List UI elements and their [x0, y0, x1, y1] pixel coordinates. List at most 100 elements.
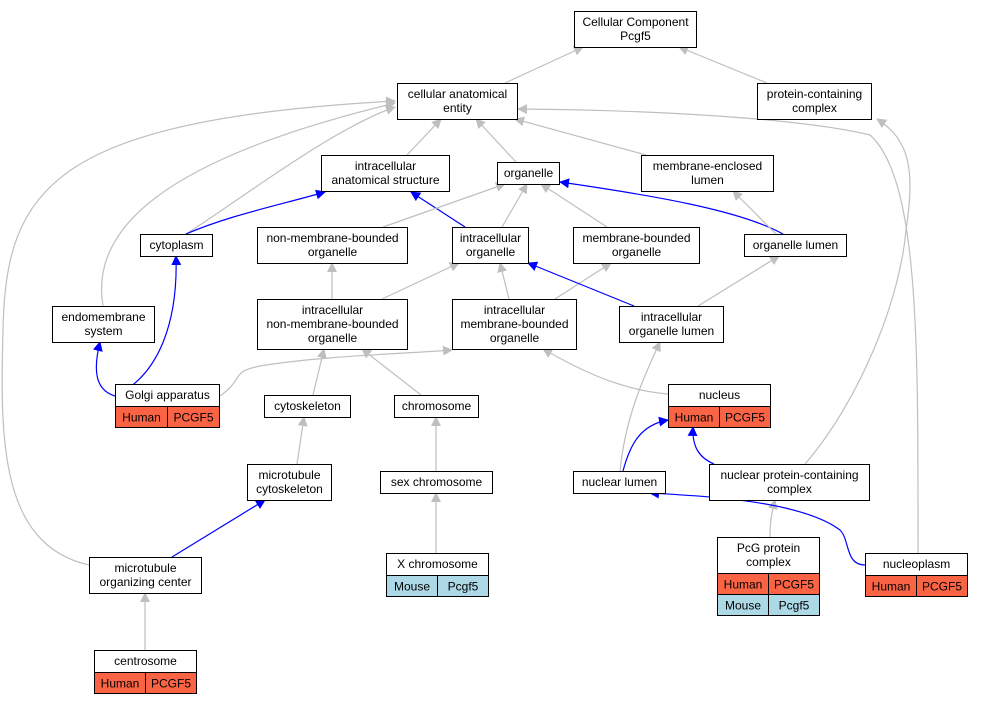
edge-nuclear-lumen-to-intracellular-organelle-lumen	[619, 341, 661, 472]
mouse-annotation-cell	[768, 594, 820, 616]
node-label: organelle	[308, 245, 358, 259]
node-label: endomembrane	[61, 310, 145, 324]
node-chromosome[interactable]: chromosome	[394, 395, 479, 418]
node-label: organelle	[466, 245, 516, 259]
edge-intracellular-membrane-bounded-organelle-to-membrane-bounded-organelle	[554, 262, 612, 300]
node-sex-chromosome[interactable]: sex chromosome	[380, 471, 493, 494]
node-box	[757, 83, 872, 120]
node-label: organelle	[612, 245, 662, 259]
human-annotation-cell	[719, 406, 771, 428]
node-label: system	[84, 324, 122, 338]
node-box	[744, 234, 847, 257]
node-label: lumen	[691, 173, 724, 187]
node-label: membrane-bounded	[460, 317, 568, 331]
node-box	[140, 234, 213, 257]
edge-nucleus-to-intracellular-membrane-bounded-organelle	[542, 348, 669, 395]
node-label: complex	[767, 482, 812, 496]
mouse-annotation-label: Mouse	[725, 599, 761, 613]
edge-intracellular-organelle-to-organelle	[501, 183, 528, 228]
edge-cytoplasm-to-cellular-anatomical-entity	[185, 105, 396, 235]
human-annotation-label: Human	[122, 411, 161, 425]
node-label: nucleus	[699, 388, 740, 402]
edge-organelle-lumen-to-membrane-enclosed-lumen	[732, 190, 777, 235]
edge-intracellular-organelle-lumen-to-organelle-lumen	[697, 255, 780, 307]
edge-layer	[1, 45, 919, 650]
human-annotation-label: PCGF5	[774, 578, 814, 592]
node-box	[641, 155, 774, 192]
node-label: PcG protein	[737, 541, 800, 555]
edge-membrane-bounded-organelle-to-organelle	[540, 183, 608, 228]
edge-microtubule-organizing-center-to-cellular-anatomical-entity	[1, 96, 396, 566]
human-annotation-label: Human	[101, 677, 140, 691]
node-label: cellular anatomical	[408, 87, 507, 101]
node-intracellular-non-membrane-bounded-organelle[interactable]: intracellularnon-membrane-boundedorganel…	[257, 299, 408, 350]
human-annotation-label: PCGF5	[173, 411, 213, 425]
node-label: cytoskeleton	[256, 482, 323, 496]
node-box	[257, 299, 408, 350]
node-box	[321, 155, 450, 192]
edge-intracellular-organelle-to-intracellular-anatomical-structure	[410, 191, 466, 228]
edge-intracellular-anatomical-structure-to-cellular-anatomical-entity	[406, 118, 442, 156]
node-label: complex	[746, 555, 791, 569]
node-label: intracellular	[355, 159, 416, 173]
node-box	[52, 306, 155, 343]
node-cytoskeleton[interactable]: cytoskeleton	[264, 395, 351, 418]
node-label: organizing center	[99, 575, 191, 589]
edge-non-membrane-bounded-organelle-to-organelle	[382, 182, 506, 228]
node-label: chromosome	[402, 399, 472, 413]
node-label: centrosome	[114, 654, 177, 668]
node-label: organelle	[308, 331, 358, 345]
human-annotation-label: Human	[724, 578, 763, 592]
node-label: Pcgf5	[620, 29, 651, 43]
edge-nuclear-protein-containing-complex-to-protein-containing-complex	[804, 118, 911, 465]
node-nuclear-lumen[interactable]: nuclear lumen	[573, 471, 666, 494]
edge-membrane-enclosed-lumen-to-cellular-anatomical-entity	[514, 116, 647, 156]
node-label: cytoplasm	[149, 238, 203, 252]
node-label: anatomical structure	[331, 173, 439, 187]
node-label: intracellular	[641, 310, 702, 324]
edge-microtubule-organizing-center-to-microtubule-cytoskeleton	[171, 499, 266, 558]
edge-nuclear-lumen-to-nucleus	[622, 416, 669, 472]
node-label: nucleoplasm	[883, 557, 950, 571]
node-label: intracellular	[460, 231, 521, 245]
node-label: microtubule	[114, 561, 176, 575]
node-box	[717, 537, 820, 574]
node-label: X chromosome	[397, 557, 478, 571]
node-box	[452, 227, 529, 264]
node-cytoplasm[interactable]: cytoplasm	[140, 234, 213, 257]
node-label: organelle	[504, 166, 554, 180]
edge-pcg-protein-complex-to-nuclear-protein-containing-complex	[767, 499, 778, 538]
human-annotation-label: PCGF5	[725, 411, 765, 425]
node-organelle[interactable]: organelle	[497, 162, 560, 185]
human-annotation-label: Human	[872, 580, 911, 594]
node-box	[573, 471, 666, 494]
node-organelle-lumen[interactable]: organelle lumen	[744, 234, 847, 257]
node-label: nuclear protein-containing	[720, 468, 858, 482]
mouse-annotation-cell	[437, 575, 489, 597]
node-label: sex chromosome	[391, 475, 483, 489]
node-box	[574, 11, 697, 48]
human-annotation-label: PCGF5	[922, 580, 962, 594]
